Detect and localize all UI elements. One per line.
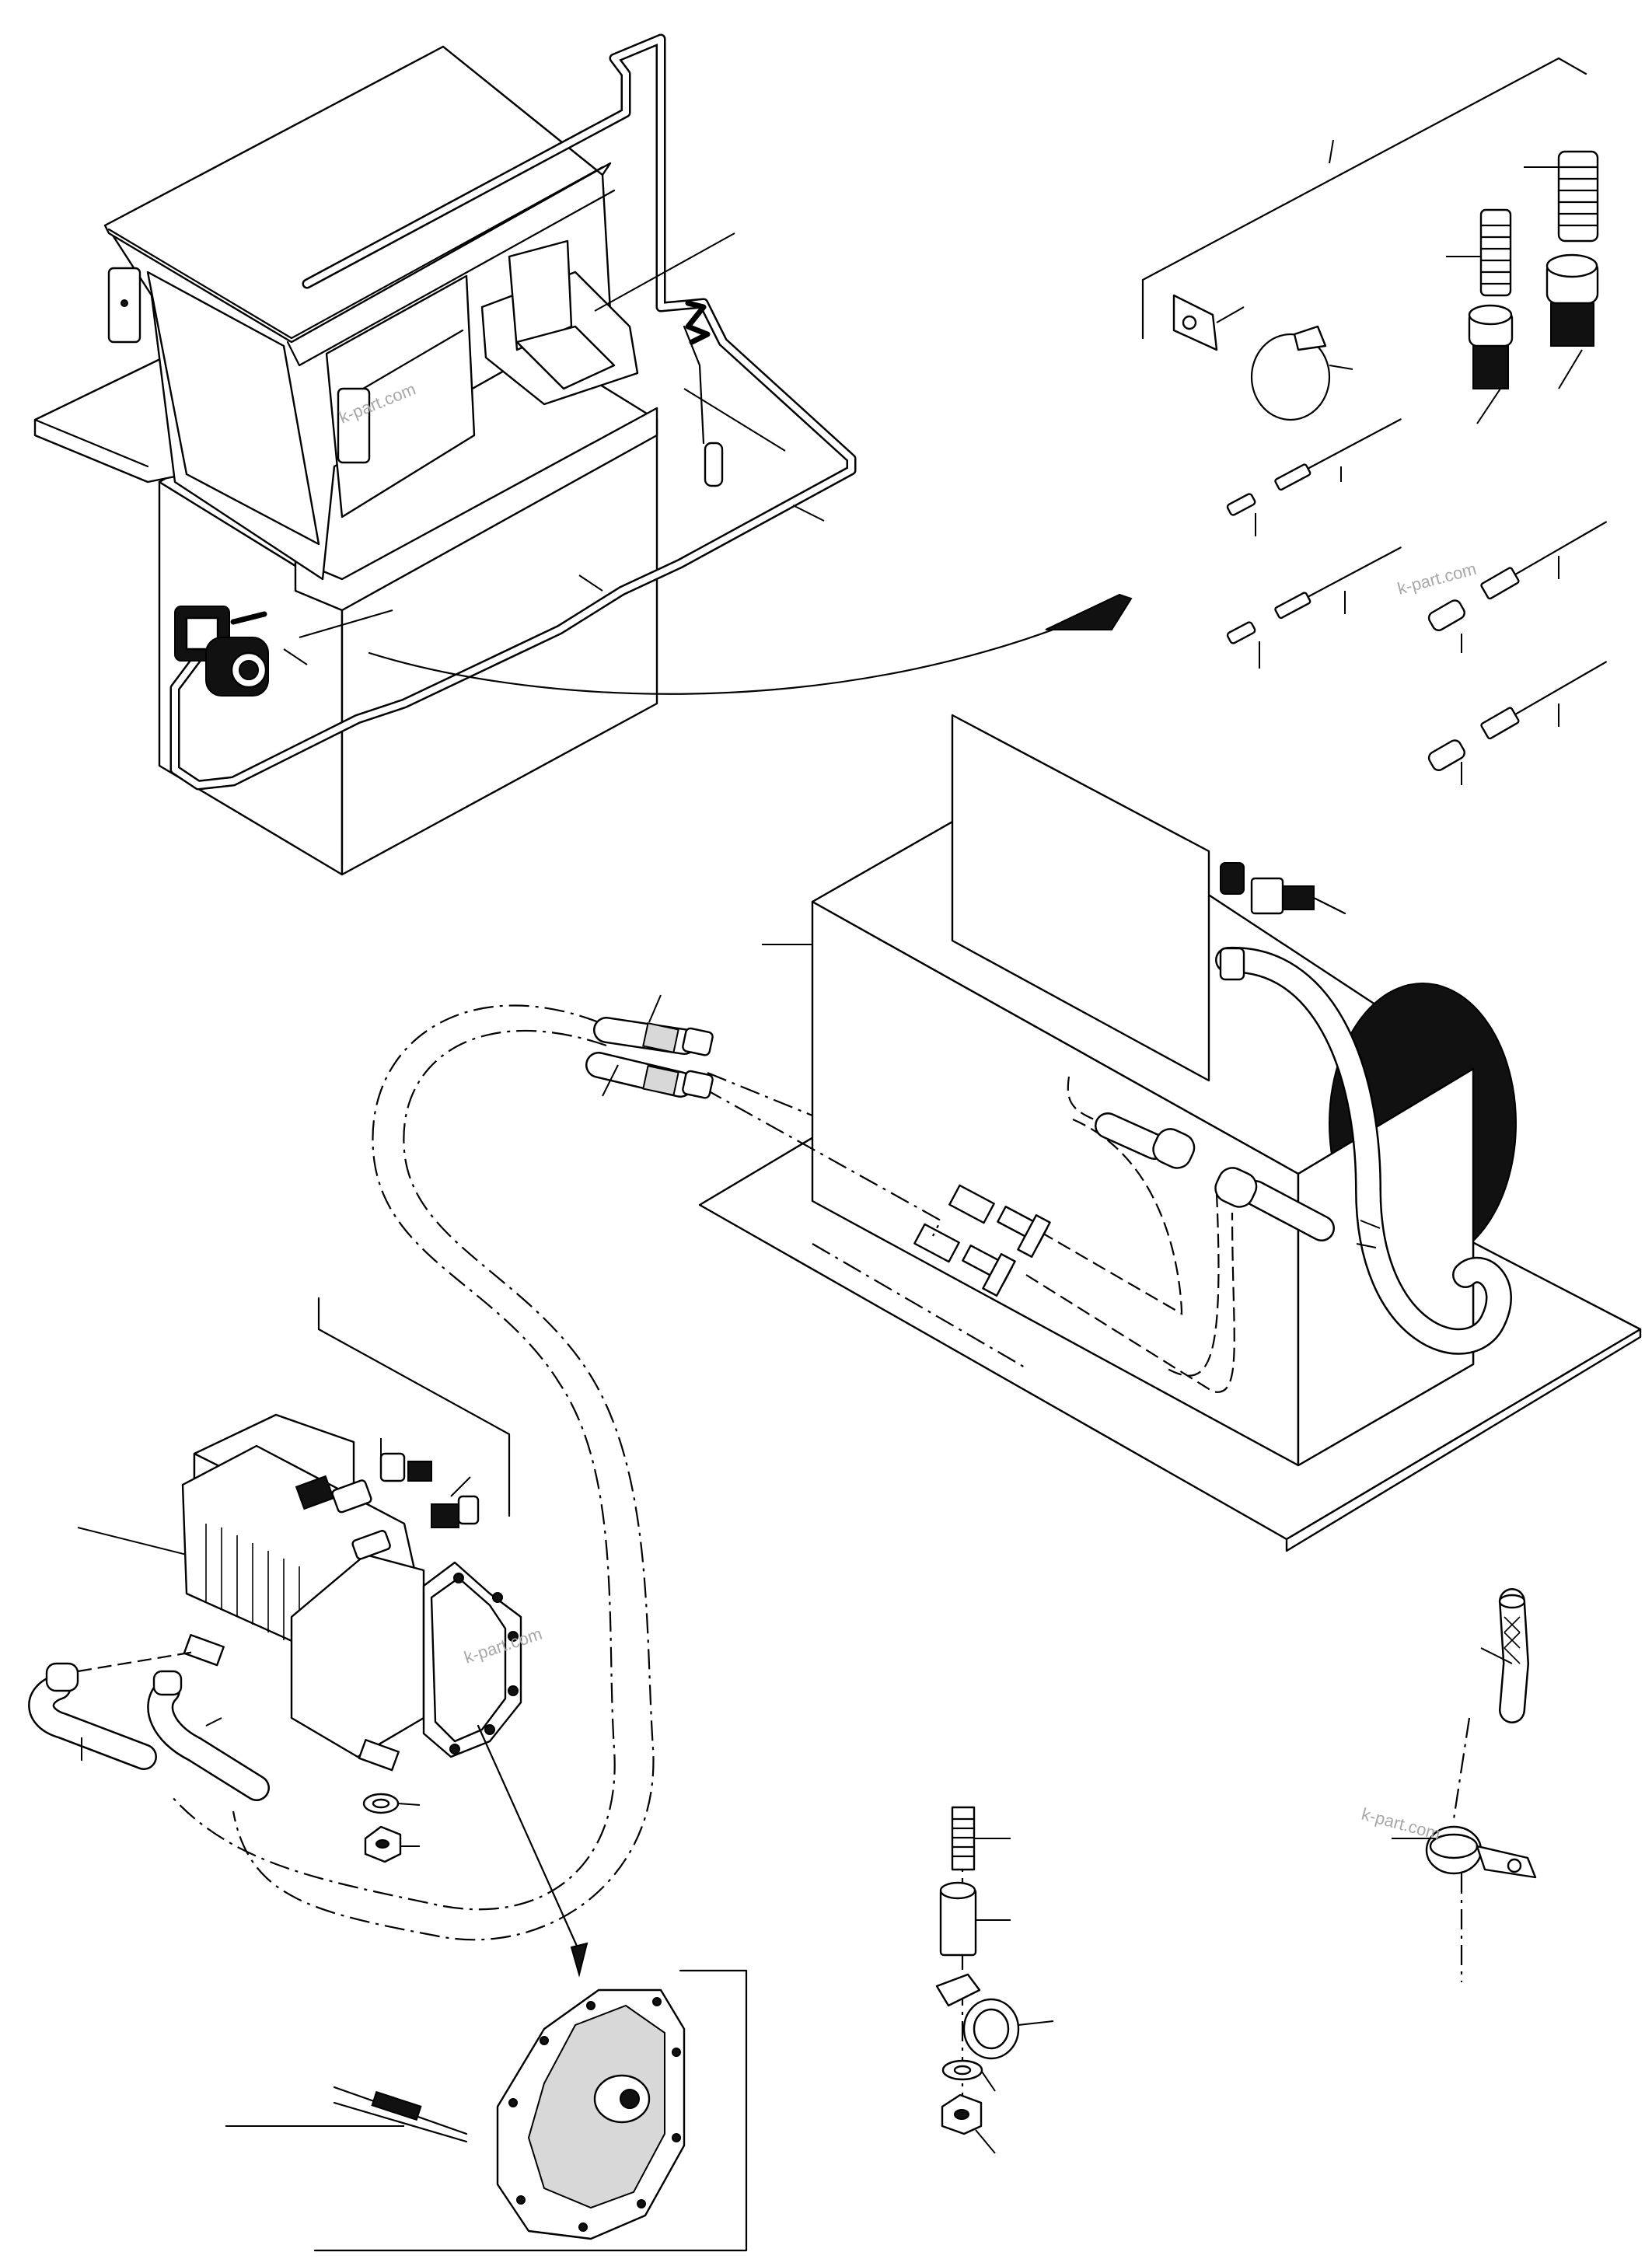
grommet-connector-small — [1468, 304, 1514, 424]
temperature-sensor — [704, 442, 724, 487]
compressor-washer — [362, 1793, 421, 1814]
clamp-nut — [941, 2093, 996, 2154]
compressor-nut — [364, 1825, 420, 1863]
spacer — [939, 1881, 1011, 1957]
connection-arrow — [368, 601, 1121, 695]
expansion-valve — [174, 606, 269, 697]
watermark: k-part.com — [1395, 559, 1479, 599]
pipe-union-lower — [913, 1223, 1016, 1297]
pipe-union-upper — [948, 1184, 1051, 1258]
cab-assembly: k-part.com — [33, 33, 857, 876]
corrugated-sleeve-large — [1524, 150, 1599, 243]
clamp-fastener-stack — [935, 1806, 1054, 2154]
hose-with-clamp: k-part.com — [1360, 1588, 1537, 1982]
corrugated-sleeve-small — [1446, 208, 1512, 297]
arrow-head — [1045, 593, 1133, 630]
hose-clamp — [1392, 1825, 1537, 1879]
compressor: k-part.com — [28, 1297, 589, 1978]
cab-heater-pipes — [169, 33, 857, 791]
small-parts-kit: k-part.com — [1141, 57, 1607, 785]
condenser-unit — [698, 714, 1642, 1552]
grommet-connector-large — [1545, 253, 1599, 389]
hose-ends-condenser — [585, 994, 714, 1099]
refrigerant-hose-routing — [170, 1004, 1027, 1941]
p-clamp — [935, 1973, 1054, 2060]
detail-view — [225, 1969, 748, 2252]
terminal-pins — [1226, 418, 1607, 785]
clamp-washer — [941, 2059, 996, 2092]
stud — [951, 1806, 1011, 1871]
